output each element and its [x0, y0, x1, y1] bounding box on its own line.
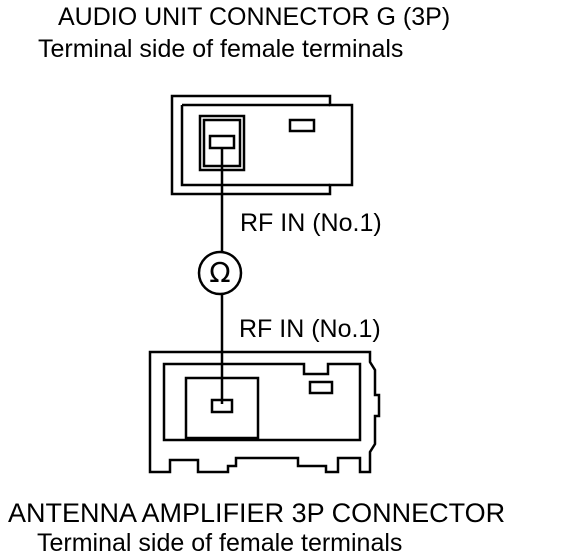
antenna-connector-body	[148, 350, 381, 474]
audio-connector-key-slot	[288, 118, 316, 133]
ohm-symbol: Ω	[209, 256, 231, 289]
antenna-connector-subtitle: Terminal side of female terminals	[37, 529, 403, 557]
upper-wire-label: RF IN (No.1)	[240, 209, 382, 237]
antenna-connector-terminal-rf-in	[210, 398, 234, 414]
audio-connector-title: AUDIO UNIT CONNECTOR G (3P)	[58, 3, 451, 31]
audio-connector-body	[170, 94, 354, 196]
audio-connector-subtitle: Terminal side of female terminals	[38, 35, 404, 63]
audio-connector-terminal-rf-in	[208, 134, 236, 150]
antenna-connector-terminal-housing	[184, 376, 260, 440]
antenna-connector-title: ANTENNA AMPLIFIER 3P CONNECTOR	[8, 498, 506, 528]
ohmmeter-circle	[197, 250, 243, 296]
antenna-connector-key-slot	[308, 380, 334, 395]
lower-wire-label: RF IN (No.1)	[239, 315, 381, 343]
